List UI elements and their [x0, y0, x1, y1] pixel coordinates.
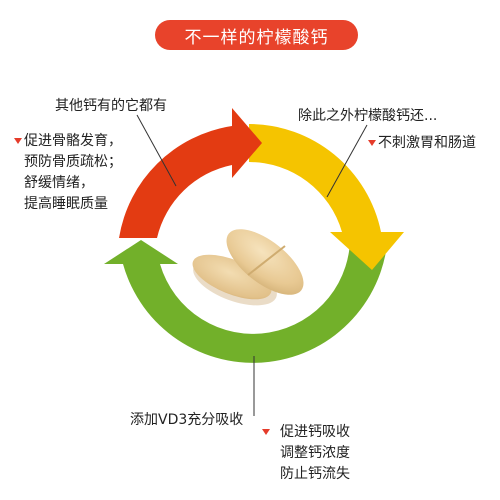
note-line: 促进骨骼发育， [24, 133, 122, 149]
note-line: 防止钙流失 [280, 466, 350, 482]
connector-line-top-right [326, 124, 368, 198]
bottom-notes: 促进钙吸收 调整钙浓度 防止钙流失 [280, 422, 350, 485]
bottom-heading: 添加VD3充分吸收 [130, 412, 244, 428]
note-line: 预防骨质疏松； [24, 154, 122, 170]
page-title: 不一样的柠檬酸钙 [184, 27, 329, 48]
marker-triangle-icon [368, 140, 376, 146]
tablet-back [192, 254, 272, 300]
note-line: 提高睡眠质量 [24, 196, 108, 212]
connector-line-top-left [136, 114, 177, 187]
note-line: 调整钙浓度 [280, 445, 350, 461]
title-badge: 不一样的柠檬酸钙 [155, 20, 358, 50]
note-line: 促进钙吸收 [280, 424, 350, 440]
marker-triangle-icon [262, 429, 270, 435]
note-line: 不刺激胃和肠道 [378, 135, 476, 151]
red-arrow [119, 108, 262, 238]
green-arrow [104, 232, 388, 363]
note-line: 舒缓情绪， [24, 175, 94, 191]
yellow-arrow [249, 124, 404, 270]
top-right-heading: 除此之外柠檬酸钙还... [298, 108, 438, 124]
top-left-notes: 促进骨骼发育， 预防骨质疏松； 舒缓情绪， 提高睡眠质量 [24, 131, 122, 215]
top-right-notes: 不刺激胃和肠道 [378, 133, 476, 154]
top-left-heading: 其他钙有的它都有 [55, 98, 167, 114]
calcium-tablets [192, 229, 304, 306]
marker-triangle-icon [14, 138, 22, 144]
top-right-note-box [372, 132, 476, 202]
